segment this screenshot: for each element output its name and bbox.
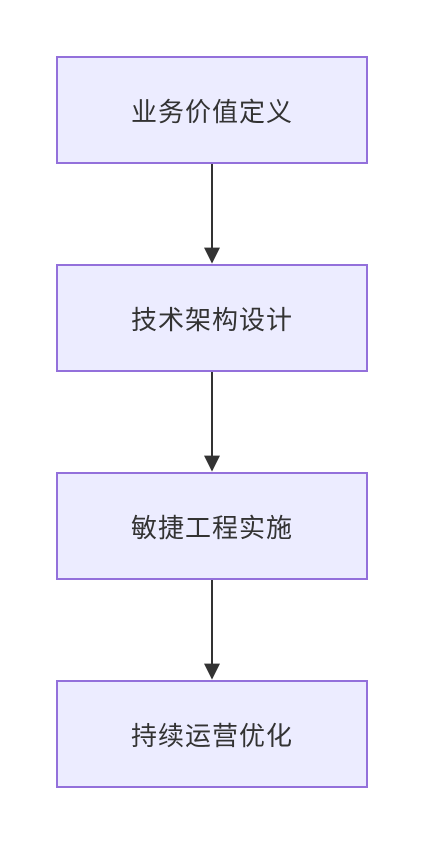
node-label: 业务价值定义 <box>130 97 293 128</box>
node-agile-engineering-implementation[interactable]: 敏捷工程实施 <box>56 472 368 580</box>
node-label: 敏捷工程实施 <box>130 513 293 544</box>
node-technical-architecture-design[interactable]: 技术架构设计 <box>56 264 368 372</box>
node-business-value-definition[interactable]: 业务价值定义 <box>56 56 368 164</box>
node-continuous-operations-optimization[interactable]: 持续运营优化 <box>56 680 368 788</box>
node-label: 技术架构设计 <box>130 305 293 336</box>
node-label: 持续运营优化 <box>130 721 293 752</box>
